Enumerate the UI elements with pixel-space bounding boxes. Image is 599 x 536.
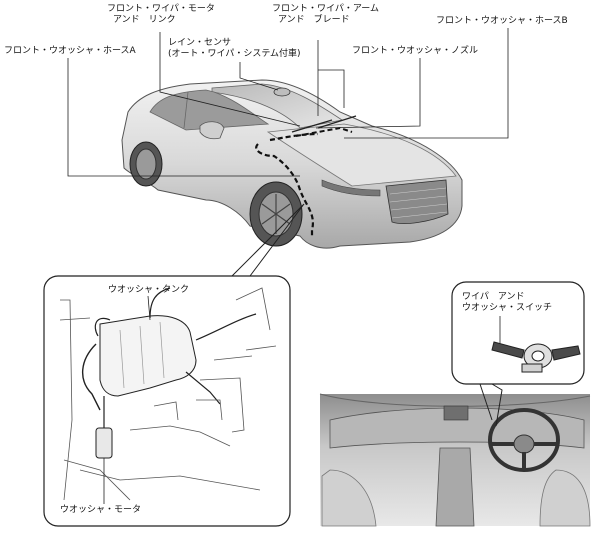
wiper-arms-shape xyxy=(291,115,357,133)
washer-hose-path xyxy=(255,132,319,236)
car-side-window xyxy=(149,89,270,131)
car-grille xyxy=(385,179,449,224)
car-side-mirror xyxy=(199,121,225,140)
interior-callout xyxy=(319,281,591,527)
label-rain-sensor: レイン・センサ (オート・ワイパ・システム付車) xyxy=(168,38,301,59)
label-front-washer-hose-b: フロント・ウオッシャ・ホースB xyxy=(436,16,568,26)
label-washer-tank: ウオッシャ・タンク xyxy=(108,285,190,295)
washer-motor-shape xyxy=(95,427,113,459)
engine-bay-callout xyxy=(43,203,305,527)
label-front-wiper-motor-link: フロント・ワイパ・モータ アンド リンク xyxy=(107,4,215,25)
label-washer-motor: ウオッシャ・モータ xyxy=(60,505,142,515)
washer-tank-shape xyxy=(99,315,197,397)
label-front-washer-hose-a: フロント・ウオッシャ・ホースA xyxy=(4,46,136,56)
label-front-wiper-arm-blade: フロント・ワイパ・アーム アンド ブレード xyxy=(272,4,380,25)
leader-lines xyxy=(67,28,509,177)
car-rear-wheel xyxy=(129,141,163,187)
steering-wheel xyxy=(488,408,560,472)
car-illustration xyxy=(121,79,463,249)
car-headlight xyxy=(321,179,381,197)
wiper-switch-shape xyxy=(491,341,581,373)
car-hood xyxy=(266,123,457,187)
label-wiper-washer-switch: ワイパ アンド ウオッシャ・スイッチ xyxy=(462,292,553,313)
car-front-wheel xyxy=(249,181,303,247)
label-front-washer-nozzle: フロント・ウオッシャ・ノズル xyxy=(352,46,479,56)
